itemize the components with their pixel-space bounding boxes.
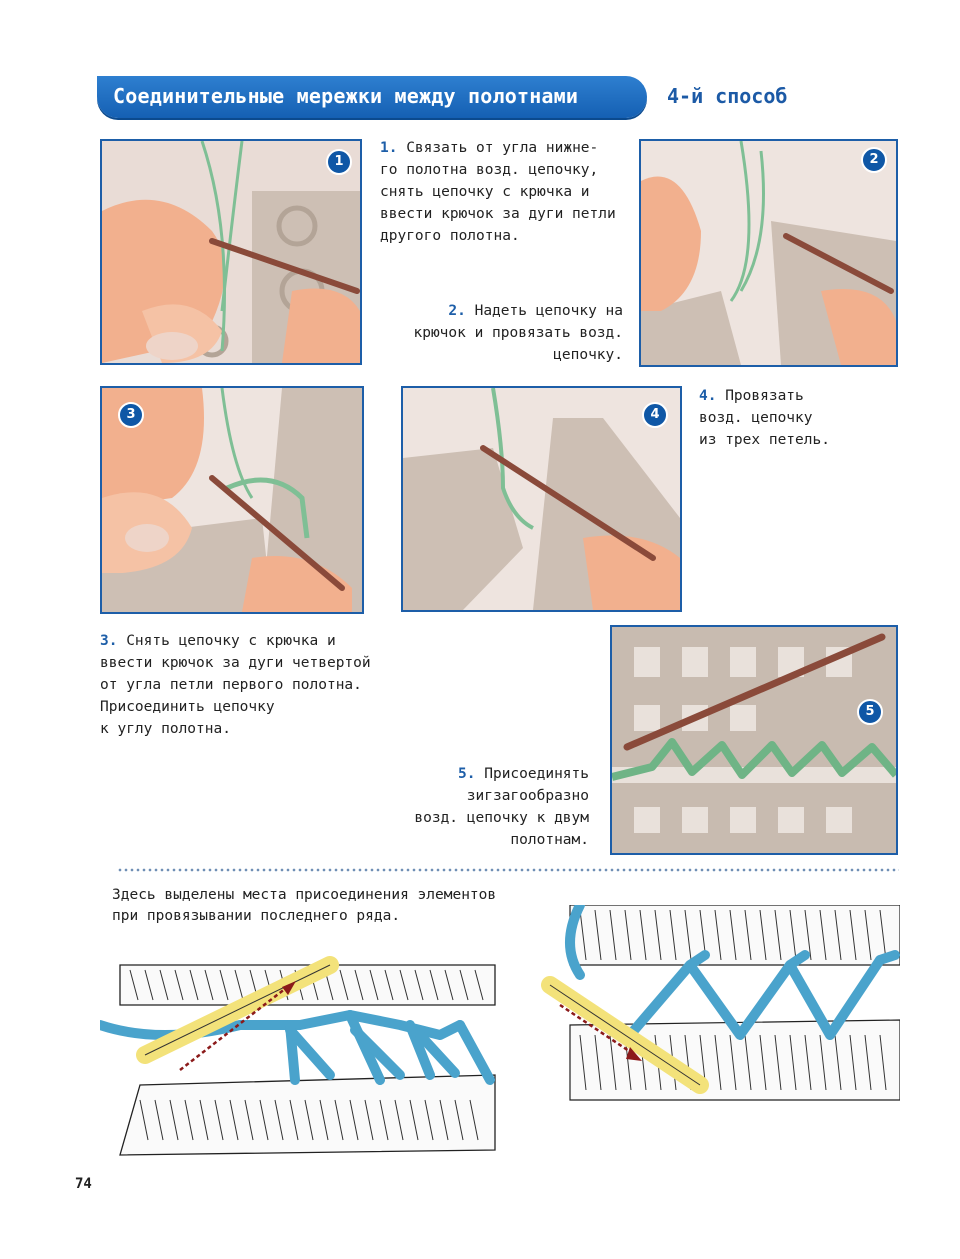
photo-step-4 <box>401 386 682 612</box>
method-label: 4-й способ <box>667 84 788 108</box>
photo-step-3 <box>100 386 364 614</box>
diagram-right <box>540 905 900 1105</box>
step-badge-2: 2 <box>861 147 887 173</box>
diagram-caption: Здесь выделены места присоединения элеме… <box>112 887 497 924</box>
photo-2-illustration <box>641 141 896 365</box>
step-badge-1: 1 <box>326 149 352 175</box>
step-5-number: 5. <box>458 766 476 782</box>
diagram-right-illustration <box>541 905 900 1101</box>
page-title: Соединительные мережки между полотнами <box>113 84 579 108</box>
step-1-text: 1. Связать от угла нижне- го полотна воз… <box>380 140 616 244</box>
step-2-number: 2. <box>448 303 466 319</box>
diagram-left-illustration <box>100 956 496 1156</box>
step-2-text: 2. Надеть цепочку на крючок и провязать … <box>413 303 623 363</box>
photo-step-2 <box>639 139 898 367</box>
section-divider <box>117 867 899 873</box>
page-number: 74 <box>75 1176 92 1192</box>
step-3-number: 3. <box>100 633 118 649</box>
step-badge-5: 5 <box>857 699 883 725</box>
step-badge-4: 4 <box>642 402 668 428</box>
diagram-left <box>100 955 500 1160</box>
step-3-text: 3. Снять цепочку с крючка и ввести крючо… <box>100 633 371 737</box>
photo-step-5 <box>610 625 898 855</box>
photo-5-illustration <box>612 627 896 853</box>
photo-step-1 <box>100 139 362 365</box>
photo-1-illustration <box>102 141 360 363</box>
step-badge-3: 3 <box>118 402 144 428</box>
step-1-number: 1. <box>380 140 398 156</box>
photo-4-illustration <box>403 388 680 610</box>
photo-3-illustration <box>102 388 362 612</box>
title-banner <box>97 76 647 118</box>
step-5-text: 5. Присоединять зигзагообразно возд. цеп… <box>414 766 589 848</box>
step-4-text: 4. Провязать возд. цепочку из трех петел… <box>699 388 830 448</box>
step-4-number: 4. <box>699 388 717 404</box>
